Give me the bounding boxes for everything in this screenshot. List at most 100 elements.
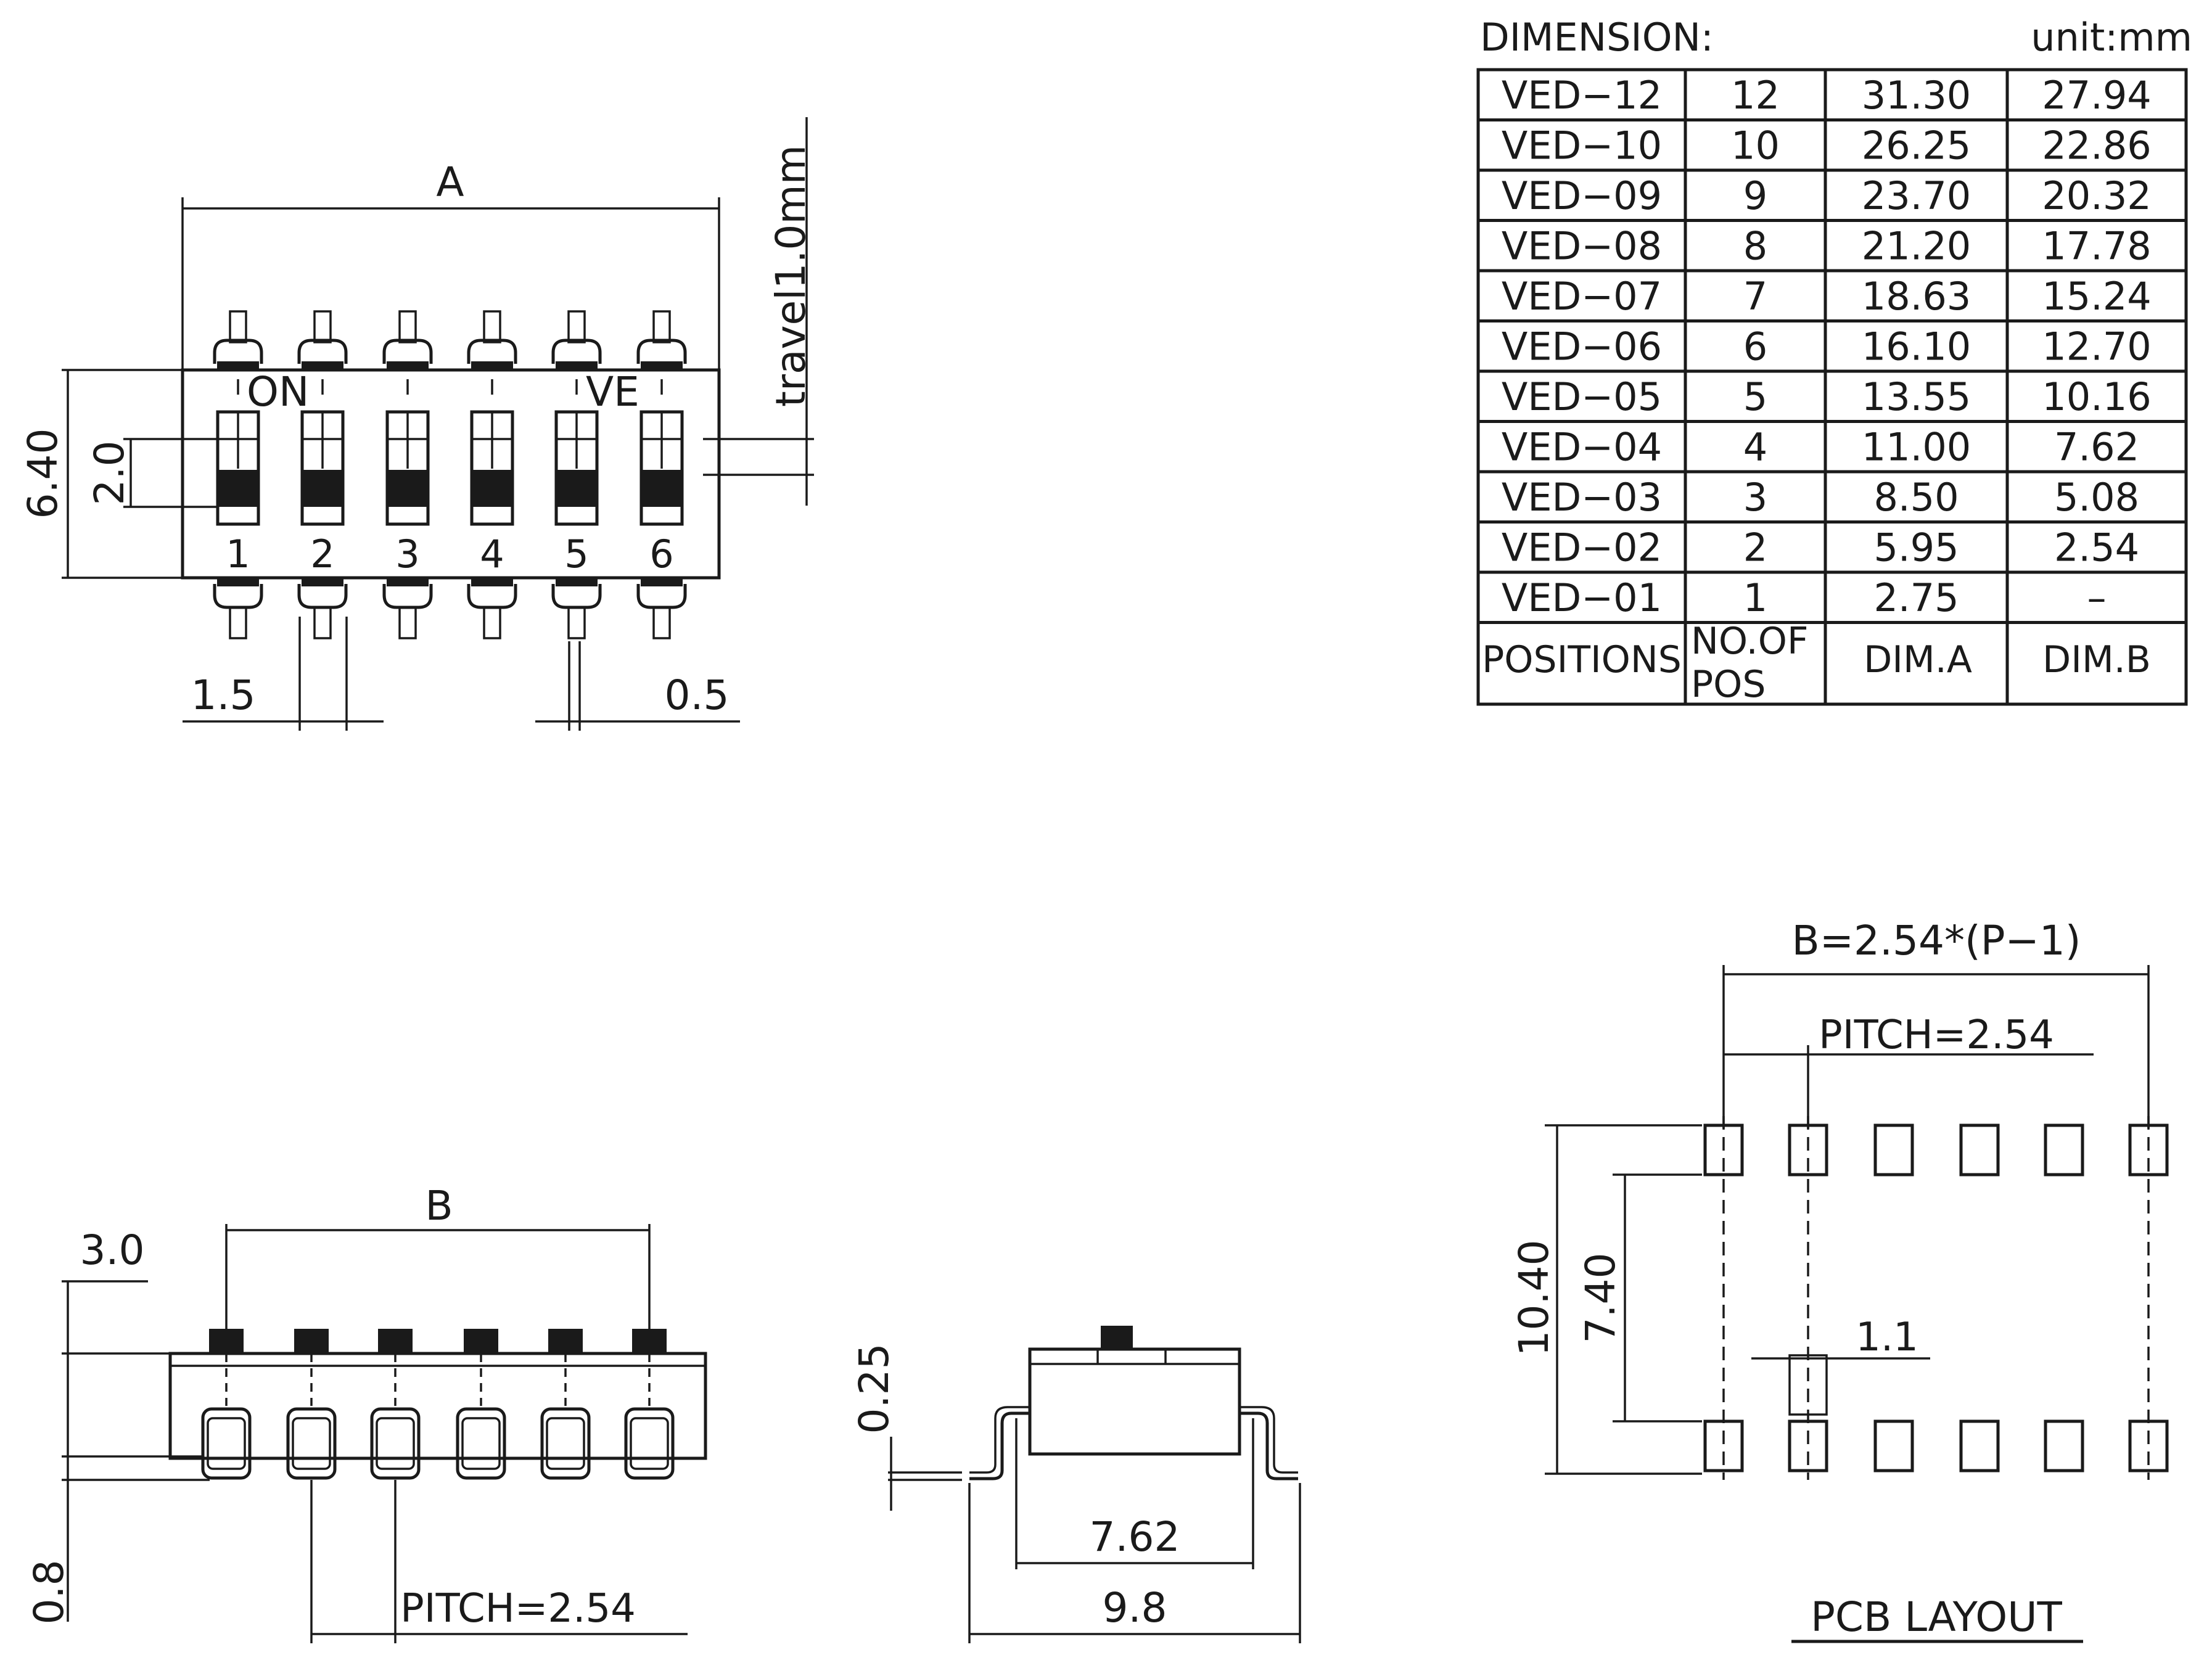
front-actuators xyxy=(209,1329,667,1406)
table-cell: 22.86 xyxy=(2042,123,2152,168)
pcb-pad-bottom xyxy=(2044,1419,2084,1472)
bottom-pins xyxy=(213,578,687,639)
actuator-knob xyxy=(218,470,258,507)
front-pad xyxy=(624,1407,675,1480)
top-pin-foot xyxy=(387,361,429,370)
front-actuator xyxy=(378,1329,413,1353)
bottom-pin-shoulder xyxy=(213,584,263,609)
front-pad xyxy=(370,1407,421,1480)
actuator-knob xyxy=(302,470,343,507)
side-view: 0.25 7.62 9.8 xyxy=(850,1326,1301,1643)
front-pad xyxy=(456,1407,506,1480)
marking-on: ON xyxy=(247,368,309,416)
pcb-pad-top xyxy=(1873,1123,1914,1177)
table-cell: VED−09 xyxy=(1502,173,1662,218)
bottom-pin-lead xyxy=(313,606,332,639)
front-pads xyxy=(201,1407,675,1480)
table-cell: VED−04 xyxy=(1502,424,1662,469)
side-lead-right xyxy=(1238,1411,1298,1480)
top-pin-shoulder xyxy=(213,339,263,364)
front-pad xyxy=(286,1407,337,1480)
actuator-knob xyxy=(641,470,682,507)
top-pin-shoulder xyxy=(551,339,602,364)
table-cell: 7 xyxy=(1743,274,1767,319)
top-pin-shoulder xyxy=(636,339,687,364)
top-pin-shoulder xyxy=(382,339,433,364)
bottom-pin-shoulder xyxy=(297,584,348,609)
footer-no-of-pos-line2: POS xyxy=(1691,663,1766,706)
table-border xyxy=(1476,68,2188,706)
dim-15-label: 1.5 xyxy=(191,671,256,719)
top-pins xyxy=(213,310,687,370)
actuators xyxy=(216,379,684,526)
front-pad-inner xyxy=(376,1417,415,1470)
table-title: DIMENSION: xyxy=(1480,15,1714,60)
bottom-pin-foot xyxy=(641,578,683,586)
table-cell: VED−08 xyxy=(1502,223,1662,268)
pcb-pads xyxy=(1703,1123,2169,1472)
front-actuator xyxy=(548,1329,583,1353)
table-cell: 5 xyxy=(1743,374,1767,419)
top-pin-lead xyxy=(398,310,417,343)
dim-025-label: 0.25 xyxy=(850,1344,898,1434)
dim-1040-label: 10.40 xyxy=(1510,1240,1558,1357)
table-cell: VED−12 xyxy=(1502,73,1662,118)
pcb-centerlines xyxy=(1722,1116,2150,1480)
footer-positions: POSITIONS xyxy=(1482,638,1682,681)
side-actuator xyxy=(1101,1326,1133,1350)
top-pin-lead xyxy=(652,310,671,343)
front-pad-inner xyxy=(461,1417,501,1470)
front-pad-inner xyxy=(630,1417,669,1470)
pcb-pad-top xyxy=(1959,1123,2000,1177)
table-cell: 1 xyxy=(1743,575,1767,620)
front-pad-inner xyxy=(292,1417,331,1470)
bottom-pin-shoulder xyxy=(636,584,687,609)
table-cell: 10 xyxy=(1731,123,1780,168)
front-view: B 3.0 0.8 PITCH=2.54 xyxy=(25,1182,707,1643)
table-cell: VED−02 xyxy=(1502,525,1662,570)
front-pitch-label: PITCH=2.54 xyxy=(400,1586,636,1632)
pcb-pad-bottom xyxy=(1959,1419,2000,1472)
front-pad-inner xyxy=(546,1417,585,1470)
table-cell: VED−01 xyxy=(1502,575,1662,620)
front-actuator xyxy=(464,1329,498,1353)
dim-762-label: 7.62 xyxy=(1090,1513,1180,1561)
switch-number: 4 xyxy=(480,532,504,577)
table-cell: VED−06 xyxy=(1502,324,1662,369)
top-pin-foot xyxy=(471,361,513,370)
table-cell: 2 xyxy=(1743,525,1767,570)
bottom-pin-lead xyxy=(483,606,501,639)
table-cell: VED−03 xyxy=(1502,475,1662,520)
bottom-pin-foot xyxy=(471,578,513,586)
table-cell: 7.62 xyxy=(2054,424,2139,469)
actuator-knob xyxy=(472,470,512,507)
front-pad xyxy=(201,1407,252,1480)
marking-ve: VE xyxy=(586,368,639,416)
top-pin-lead xyxy=(229,310,247,343)
footer-no-of-pos-line1: NO.OF xyxy=(1691,620,1809,663)
table-cell: 9 xyxy=(1743,173,1767,218)
bottom-pin-foot xyxy=(387,578,429,586)
bottom-pin-shoulder xyxy=(467,584,517,609)
footer-dim-b: DIM.B xyxy=(2042,638,2151,681)
dim-30-label: 3.0 xyxy=(80,1226,145,1274)
top-pin-foot xyxy=(217,361,259,370)
top-pin-lead xyxy=(313,310,332,343)
dim-98-label: 9.8 xyxy=(1103,1584,1167,1632)
top-pin-foot xyxy=(556,361,598,370)
pcb-layout: B=2.54*(P−1) PITCH=2.54 10.40 7.40 1.1 P… xyxy=(1510,917,2169,1643)
travel-label: travel1.0mm xyxy=(767,145,815,407)
table-cell: 23.70 xyxy=(1862,173,1971,218)
front-pad-inner xyxy=(207,1417,246,1470)
table-cell: 11.00 xyxy=(1862,424,1971,469)
bottom-pin-lead xyxy=(398,606,417,639)
bottom-pin-shoulder xyxy=(382,584,433,609)
dim-740-label: 7.40 xyxy=(1577,1253,1624,1344)
switch-number: 6 xyxy=(649,532,673,577)
table-cell: 5.08 xyxy=(2054,475,2139,520)
dim-b-label: B xyxy=(425,1182,453,1230)
front-body xyxy=(168,1352,707,1460)
front-pad xyxy=(540,1407,591,1480)
